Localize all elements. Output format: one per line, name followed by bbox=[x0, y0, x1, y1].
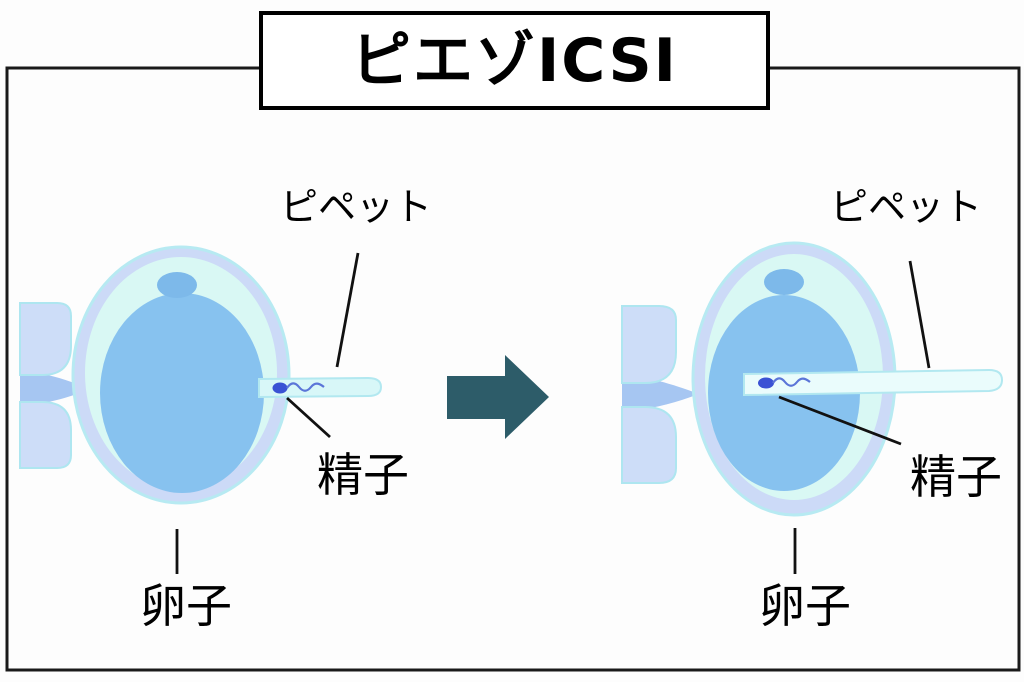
sperm-head-left bbox=[272, 382, 288, 394]
holding-pipette-lower-right bbox=[621, 406, 677, 484]
left-egg-diagram bbox=[19, 245, 383, 574]
sperm-head-right bbox=[758, 377, 774, 389]
egg-label-left: 卵子 bbox=[140, 579, 232, 633]
egg-cytoplasm-left bbox=[100, 293, 264, 493]
figure-title: ピエゾICSI bbox=[350, 25, 678, 96]
egg-label-right: 卵子 bbox=[759, 579, 851, 633]
pipette-label-left: ピペット bbox=[279, 185, 433, 229]
pipette-label-right: ピペット bbox=[829, 185, 983, 229]
pipette-pointer-line-right bbox=[908, 260, 931, 369]
polar-body-right bbox=[764, 269, 804, 295]
pipette-pointer-line-left bbox=[335, 252, 360, 368]
holding-pipette-lower-left bbox=[19, 401, 72, 469]
title-box: ピエゾICSI bbox=[259, 11, 770, 110]
holding-pipette-upper-left bbox=[19, 302, 72, 376]
right-arrow-icon bbox=[447, 355, 549, 439]
polar-body-left bbox=[157, 272, 197, 298]
holding-pipette-upper-right bbox=[621, 305, 677, 384]
holding-pipette-funnel-left bbox=[20, 370, 89, 406]
sperm-tail-left bbox=[286, 382, 325, 392]
sperm-label-right: 精子 bbox=[910, 450, 1002, 504]
injection-pipette-left bbox=[258, 376, 383, 399]
sperm-pointer-line-right bbox=[778, 395, 902, 446]
injection-pipette-right bbox=[743, 368, 1004, 397]
sperm-label-left: 精子 bbox=[317, 448, 409, 502]
sperm-tail-right bbox=[772, 377, 811, 387]
right-egg-diagram bbox=[621, 241, 1004, 574]
sperm-pointer-line-left bbox=[286, 396, 331, 439]
